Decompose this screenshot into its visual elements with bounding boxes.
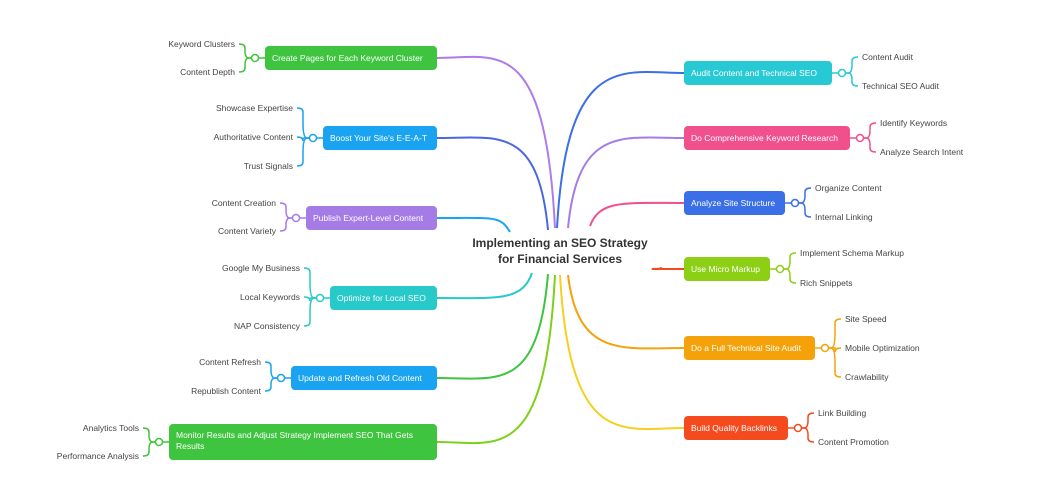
right-branch-label-1: Audit Content and Technical SEO — [691, 68, 817, 78]
right-branch-2-child-1[interactable]: Identify Keywords — [880, 118, 947, 128]
child-connector — [296, 107, 313, 139]
left-branch-node-3[interactable] — [306, 206, 437, 230]
right-branch-5-child-3[interactable]: Crawlability — [845, 372, 889, 382]
right-branch-label-4: Use Micro Markup — [691, 264, 760, 274]
right-branch-6-child-2[interactable]: Content Promotion — [818, 437, 889, 447]
right-branch-4-child-1[interactable]: Implement Schema Markup — [800, 248, 904, 258]
collapse-toggle[interactable] — [308, 133, 318, 143]
right-branch-1-child-1[interactable]: Content Audit — [862, 52, 914, 62]
left-branch-2-child-1[interactable]: Showcase Expertise — [216, 103, 293, 113]
left-branch-6-child-2[interactable]: Performance Analysis — [57, 451, 139, 461]
right-branch-connector-1 — [556, 71, 685, 229]
central-topic-line: Implementing an SEO Strategy — [472, 236, 648, 250]
collapse-toggle[interactable] — [793, 423, 803, 433]
left-branch-connector-3 — [436, 216, 511, 233]
left-branch-3-child-2[interactable]: Content Variety — [218, 226, 277, 236]
right-branch-connector-6 — [559, 274, 685, 430]
collapse-toggle[interactable] — [855, 133, 865, 143]
left-branch-node-1[interactable] — [265, 46, 437, 70]
left-branch-label-2: Boost Your Site's E-E-A-T — [330, 133, 427, 143]
left-branch-2-child-3[interactable]: Trust Signals — [244, 161, 293, 171]
right-branch-node-2[interactable] — [684, 126, 850, 150]
right-branch-2-child-2[interactable]: Analyze Search Intent — [880, 147, 964, 157]
collapse-toggle[interactable] — [315, 293, 325, 303]
right-branch-1-child-2[interactable]: Technical SEO Audit — [862, 81, 940, 91]
right-branch-label-2: Do Comprehensive Keyword Research — [691, 133, 838, 143]
left-branch-node-6[interactable] — [169, 424, 437, 460]
child-connector — [296, 137, 313, 167]
right-branch-6-child-1[interactable]: Link Building — [818, 408, 866, 418]
child-connector — [303, 267, 320, 299]
right-branch-node-5[interactable] — [684, 336, 815, 360]
right-branch-node-1[interactable] — [684, 61, 832, 85]
left-branch-2-child-2[interactable]: Authoritative Content — [214, 132, 294, 142]
left-branch-connector-4 — [436, 272, 533, 300]
right-branch-node-6[interactable] — [684, 416, 788, 440]
collapse-toggle[interactable] — [291, 213, 301, 223]
right-branch-connector-3 — [589, 201, 685, 227]
left-branch-4-child-3[interactable]: NAP Consistency — [234, 321, 301, 331]
central-topic-line: for Financial Services — [498, 252, 622, 266]
left-branch-4-child-2[interactable]: Local Keywords — [240, 292, 300, 302]
right-branch-node-4[interactable] — [684, 257, 770, 281]
right-branch-label-6: Build Quality Backlinks — [691, 423, 777, 433]
left-branch-connector-6 — [436, 274, 556, 445]
right-branch-connector-2 — [567, 136, 685, 229]
left-branch-node-5[interactable] — [291, 366, 437, 390]
child-connector — [842, 72, 859, 87]
left-branch-connector-2 — [436, 136, 549, 231]
right-branch-5-child-2[interactable]: Mobile Optimization — [845, 343, 920, 353]
child-connector — [795, 202, 812, 218]
child-connector — [264, 377, 281, 392]
central-topic[interactable]: Implementing an SEO Strategy for Financia… — [472, 236, 648, 266]
child-connector — [279, 217, 296, 232]
left-branch-label-3: Publish Expert-Level Content — [313, 213, 424, 223]
right-branch-4-child-2[interactable]: Rich Snippets — [800, 278, 852, 288]
child-connector — [798, 427, 815, 443]
left-branch-1-child-2[interactable]: Content Depth — [180, 67, 235, 77]
collapse-toggle[interactable] — [276, 373, 286, 383]
right-branch-5-child-1[interactable]: Site Speed — [845, 314, 887, 324]
left-branch-4-child-1[interactable]: Google My Business — [222, 263, 300, 273]
right-branch-label-3: Analyze Site Structure — [691, 198, 775, 208]
collapse-toggle[interactable] — [820, 343, 830, 353]
right-branch-3-child-2[interactable]: Internal Linking — [815, 212, 873, 222]
left-branch-3-child-1[interactable]: Content Creation — [212, 198, 277, 208]
left-branch-connector-1 — [436, 55, 556, 229]
left-branch-label-1: Create Pages for Each Keyword Cluster — [272, 53, 423, 63]
collapse-toggle[interactable] — [250, 53, 260, 63]
left-branch-node-2[interactable] — [323, 126, 437, 150]
right-branch-node-3[interactable] — [684, 191, 785, 215]
child-connector — [860, 137, 877, 153]
child-connector — [142, 441, 159, 457]
left-branch-5-child-2[interactable]: Republish Content — [191, 386, 262, 396]
left-branch-1-child-1[interactable]: Keyword Clusters — [168, 39, 235, 49]
collapse-toggle[interactable] — [790, 198, 800, 208]
child-connector — [238, 57, 255, 73]
left-branch-6-child-1[interactable]: Analytics Tools — [83, 423, 139, 433]
right-branch-3-child-1[interactable]: Organize Content — [815, 183, 882, 193]
left-branch-label-6: Monitor Results and Adjust Strategy Impl… — [176, 430, 413, 451]
child-connector — [825, 318, 842, 349]
left-branch-5-child-1[interactable]: Content Refresh — [199, 357, 261, 367]
child-connector — [303, 297, 320, 327]
right-branch-label-5: Do a Full Technical Site Audit — [691, 343, 802, 353]
left-branch-node-4[interactable] — [330, 286, 437, 310]
left-branch-label-5: Update and Refresh Old Content — [298, 373, 422, 383]
collapse-toggle[interactable] — [154, 437, 164, 447]
left-branch-connector-5 — [436, 273, 549, 380]
right-branch-connector-4 — [651, 267, 685, 271]
child-connector — [825, 347, 842, 378]
collapse-toggle[interactable] — [837, 68, 847, 78]
collapse-toggle[interactable] — [775, 264, 785, 274]
child-connector — [780, 268, 797, 284]
left-branch-label-4: Optimize for Local SEO — [337, 293, 426, 303]
right-branch-connector-5 — [567, 274, 685, 350]
